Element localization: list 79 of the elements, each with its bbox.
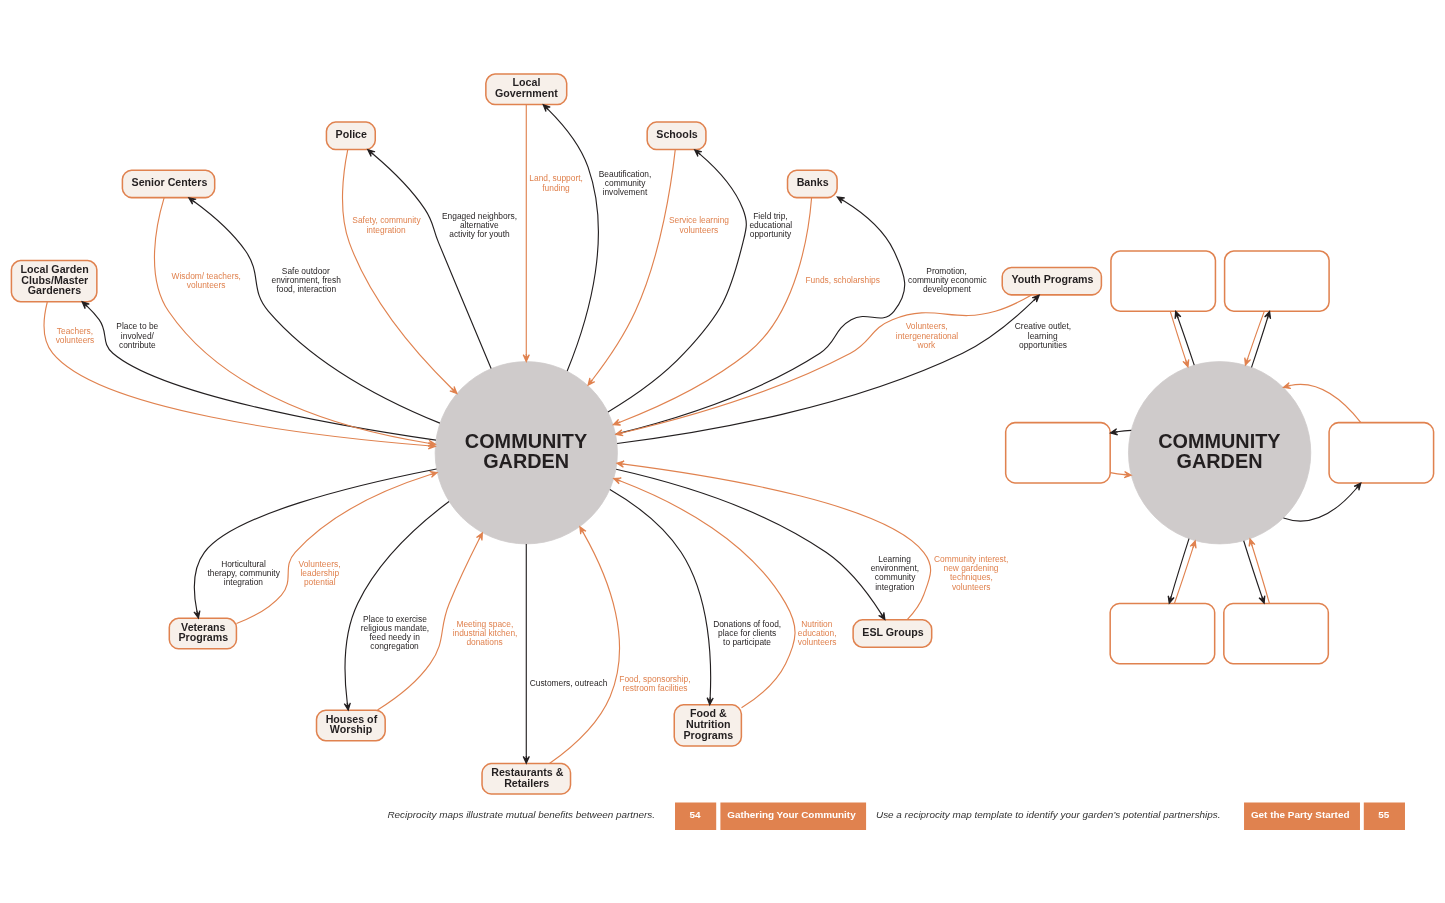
- node-box: [1328, 421, 1435, 484]
- arrow: [1109, 427, 1132, 435]
- node-box: ESL Groups: [852, 618, 933, 648]
- arrow: [607, 148, 747, 412]
- node-box: Police: [325, 120, 376, 150]
- edge-label: Community interest, new gardening techniques, volunteers: [933, 553, 1009, 592]
- arrow: [1243, 539, 1266, 604]
- node-box: Youth Programs: [1001, 266, 1103, 296]
- arrow: [188, 196, 441, 424]
- arrow: [615, 195, 906, 435]
- edge-label: Land, support, funding: [529, 172, 583, 193]
- node-box: Veterans Programs: [168, 617, 238, 650]
- label: Reciprocity maps illustrate mutual benefits between partners.: [387, 808, 656, 820]
- label: Get the Party Started: [1250, 808, 1350, 820]
- node-box: Houses of Worship: [315, 708, 386, 741]
- node-box: Banks: [786, 168, 838, 198]
- arrow: [548, 525, 620, 764]
- arrow: [235, 470, 438, 624]
- node-box: Schools: [646, 120, 707, 150]
- edge-label: Teachers, volunteers: [55, 325, 95, 345]
- label: 55: [1378, 808, 1390, 820]
- edge-label: Donations of food, place for clients to participate: [713, 618, 782, 647]
- arrow: [1169, 310, 1190, 368]
- label: Use a reciprocity map template to identify your garden’s potential partnerships.: [876, 808, 1221, 820]
- edge-label: Promotion, community economic development: [908, 265, 987, 294]
- arrow: [1109, 470, 1132, 478]
- edge-label: Place to exercise religious mandate, feed needy in congregation: [360, 613, 430, 651]
- arrow: [1244, 310, 1265, 366]
- edge-label: Service learning volunteers: [668, 214, 729, 235]
- arrow: [367, 148, 492, 369]
- node-box: [1004, 421, 1111, 484]
- arrow: [522, 542, 530, 764]
- arrow: [1282, 381, 1362, 423]
- arrow: [609, 488, 714, 705]
- node-box: [1109, 602, 1216, 664]
- edge-label: Engaged neighbors, alternative activity for youth: [441, 210, 517, 239]
- arrow: [1174, 310, 1195, 366]
- node-box: [1223, 602, 1330, 664]
- arrow: [1282, 481, 1362, 522]
- edge-label: Meeting space, industrial kitchen, donations: [452, 618, 518, 647]
- edge-label: Beautification, community involvement: [598, 168, 652, 197]
- label: Gathering Your Community: [727, 808, 856, 820]
- edge-label: Horticultural therapy, community integration: [207, 558, 280, 587]
- arrow: [1248, 537, 1270, 604]
- arrow: [1173, 539, 1197, 604]
- node-box: Food & Nutrition Programs: [673, 703, 743, 747]
- edge-label: Volunteers, leadership potential: [298, 558, 341, 587]
- edge-label: Food, sponsorship, restroom facilities: [619, 673, 691, 693]
- node-box: Senior Centers: [121, 168, 216, 198]
- edge-label: Volunteers, intergenerational work: [895, 320, 959, 350]
- arrow: [1167, 537, 1190, 604]
- node-box: Restaurants & Retailers: [481, 762, 572, 795]
- edge-label: Customers, outreach: [529, 677, 608, 688]
- arrow: [522, 103, 530, 362]
- arrow: [587, 148, 676, 386]
- edge-label: Wisdom/ teachers, volunteers: [171, 270, 241, 290]
- arrow: [343, 500, 450, 711]
- arrow: [615, 468, 886, 620]
- edge-label: Safety, community integration: [352, 214, 421, 235]
- arrow: [341, 148, 458, 394]
- edge-label: Field trip, educational opportunity: [749, 210, 793, 239]
- node-box: [1110, 249, 1217, 312]
- arrow: [616, 459, 932, 620]
- label: 54: [689, 808, 701, 820]
- edge-label: Safe outdoor environment, fresh food, interaction: [271, 265, 341, 294]
- edge-label: Funds, scholarships: [805, 274, 880, 285]
- arrow: [1250, 310, 1272, 368]
- edge-label: Creative outlet, learning opportunities: [1014, 320, 1072, 350]
- edge-label: Learning environment, community integration: [870, 553, 920, 592]
- edge-label: Place to be involved/ contribute: [116, 320, 159, 350]
- arrow: [612, 196, 813, 426]
- edge-label: Nutrition education, volunteers: [797, 618, 837, 647]
- node-box: Local Government: [485, 72, 568, 105]
- arrow: [613, 477, 796, 708]
- node-box: Local Garden Clubs/Master Gardeners: [10, 259, 98, 302]
- arrow: [376, 531, 483, 711]
- arrow: [542, 103, 599, 372]
- node-box: [1223, 249, 1330, 312]
- arrow: [193, 467, 438, 619]
